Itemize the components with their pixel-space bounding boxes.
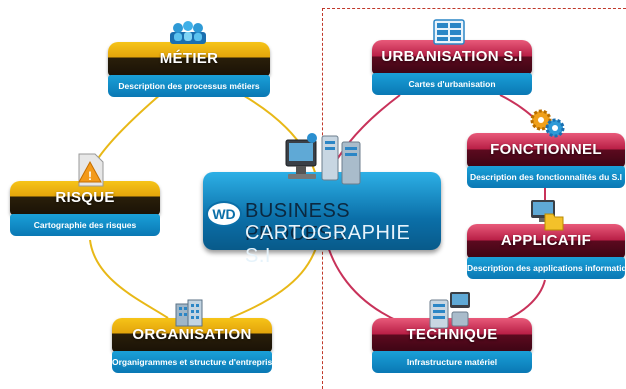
svg-text:!: ! (88, 169, 92, 183)
node-applicatif: APPLICATIF Description des applications … (467, 224, 625, 280)
wd-logo: WD (206, 201, 242, 227)
center-line-2: CARTOGRAPHIE S.I (245, 222, 411, 267)
building-icon (175, 299, 203, 327)
node-title: URBANISATION S.I (372, 40, 532, 74)
node-title: FONCTIONNEL (467, 133, 625, 167)
computer-folder-icon (531, 200, 564, 231)
node-description: Description des processus métiers (108, 75, 270, 97)
node-organisation: ORGANISATION Organigrammes et structure … (112, 318, 272, 374)
node-description: Infrastructure matériel (372, 351, 532, 373)
people-icon (170, 21, 206, 44)
node-urbanisation: URBANISATION S.I Cartes d'urbanisation (372, 40, 532, 96)
computer-servers-icon (285, 133, 361, 185)
node-technique: TECHNIQUE Infrastructure matériel (372, 318, 532, 374)
center-line-1: BUSINESS PROCESS (245, 200, 351, 245)
node-fonctionnel: FONCTIONNEL Description des fonctionnali… (467, 133, 625, 189)
servers-icon (429, 292, 470, 329)
node-metier: MÉTIER Description des processus métiers (108, 42, 270, 98)
node-description: Cartographie des risques (10, 214, 160, 236)
map-grid-icon (433, 19, 465, 45)
warning-document-icon: ! (78, 153, 104, 187)
node-description: Description des applications informatiqu… (467, 257, 625, 279)
node-description: Cartes d'urbanisation (372, 73, 532, 95)
node-title: APPLICATIF (467, 224, 625, 258)
node-description: Description des fonctionnalités du S.I (467, 166, 625, 188)
node-risque: RISQUE Cartographie des risques (10, 181, 160, 237)
node-title: MÉTIER (108, 42, 270, 76)
center-hub: BUSINESS PROCESS CARTOGRAPHIE S.I (203, 172, 441, 267)
separator-horizontal (322, 8, 626, 9)
node-description: Organigrammes et structure d'entreprises (112, 351, 272, 373)
node-title: RISQUE (10, 181, 160, 215)
gears-icon (530, 109, 565, 138)
